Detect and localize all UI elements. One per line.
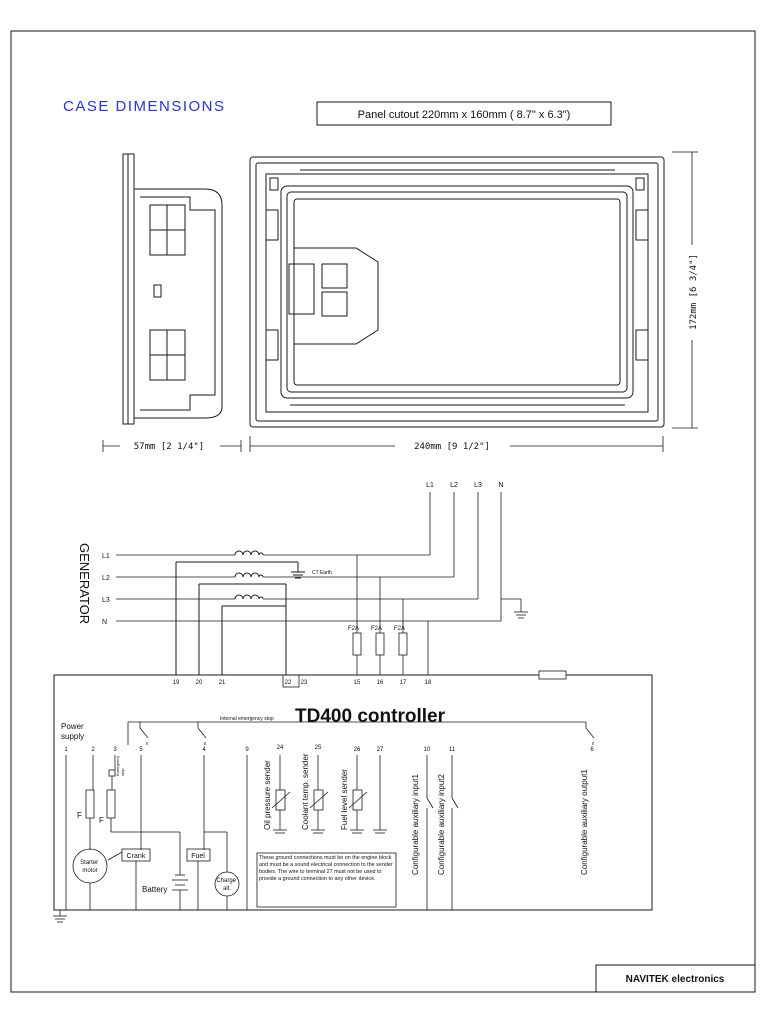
ct-earth-label: CT Earth <box>312 570 332 576</box>
gen-l3-label: L3 <box>102 597 110 604</box>
panel-cutout-label: Panel cutout 220mm x 160mm ( 8.7" x 6.3"… <box>358 109 571 121</box>
generator-wires <box>116 554 528 622</box>
svg-text:10: 10 <box>424 747 431 753</box>
starter-motor-label: Starter motor <box>80 860 100 874</box>
battery-label: Battery <box>142 885 167 894</box>
bottom-terminal-numbers: 1 2 3 5 4 9 24 25 26 27 10 11 6 <box>64 745 594 753</box>
fuel-label: Fuel <box>191 853 205 860</box>
coolant-temp-sender-label: Coolant temp. sender <box>301 753 310 830</box>
engine-wiring <box>53 755 450 923</box>
aux-io-wiring <box>426 755 459 910</box>
generator-label: GENERATOR <box>77 543 92 624</box>
svg-text:3: 3 <box>113 747 117 753</box>
width-label: 240mm [9 1/2"] <box>414 442 490 452</box>
height-dimension: 172mm [6 3/4"] <box>672 151 699 429</box>
svg-text:16: 16 <box>377 680 384 686</box>
height-label: 172mm [6 3/4"] <box>689 254 699 330</box>
depth-label: 57mm [2 1/4"] <box>134 442 204 452</box>
svg-text:26: 26 <box>354 747 361 753</box>
footer-box <box>595 964 756 993</box>
fuse-label-2: F2A <box>371 626 382 632</box>
ground-note-box <box>256 852 397 908</box>
svg-text:21: 21 <box>219 680 226 686</box>
svg-text:9: 9 <box>245 747 249 753</box>
gen-l1-label: L1 <box>102 553 110 560</box>
svg-text:24: 24 <box>277 745 284 751</box>
ground-note: These ground connections must be on the … <box>259 855 393 882</box>
svg-text:19: 19 <box>173 680 180 686</box>
mains-wires <box>429 492 502 621</box>
svg-text:1: 1 <box>64 747 68 753</box>
page-frame <box>10 30 756 993</box>
terminal-22-23-link <box>282 674 300 688</box>
mains-l2-label: L2 <box>450 482 458 489</box>
svg-text:23: 23 <box>301 680 308 686</box>
case-dimensions-title: CASE DIMENSIONS <box>63 98 226 115</box>
mains-l1-label: L1 <box>426 482 434 489</box>
svg-text:5: 5 <box>139 747 143 753</box>
case-side-view <box>122 153 223 425</box>
aux-input1-label: Configurable auxiliary input1 <box>411 774 420 876</box>
power-supply-label: Power supply <box>61 722 86 741</box>
fuse-label-3: F2A <box>394 626 405 632</box>
oil-pressure-sender-label: Oil pressure sender <box>263 760 272 830</box>
mains-l3-label: L3 <box>474 482 482 489</box>
fuse-label-1: F2A <box>348 626 359 632</box>
crank-label: Crank <box>127 853 146 860</box>
fuse-label-f2: F <box>99 816 104 825</box>
current-transformers <box>175 550 305 675</box>
company-name: NAVITEK electronics <box>626 974 725 985</box>
svg-text:11: 11 <box>449 747 456 753</box>
width-dimension: 240mm [9 1/2"] <box>249 436 664 452</box>
depth-dimension: 57mm [2 1/4"] <box>102 440 242 452</box>
controller-title: TD400 controller <box>295 706 446 727</box>
voltage-sense-fuses <box>352 555 429 675</box>
svg-text:18: 18 <box>425 680 432 686</box>
panel-cutout-box <box>316 101 612 126</box>
fuel-level-sender-label: Fuel level sender <box>340 769 349 830</box>
mains-n-label: N <box>498 482 503 489</box>
svg-text:22: 22 <box>285 680 292 686</box>
case-front-view <box>249 156 665 428</box>
gen-l2-label: L2 <box>102 575 110 582</box>
svg-text:4: 4 <box>202 747 206 753</box>
internal-emergency-stop-label: Internal emergency stop <box>220 716 274 722</box>
svg-text:25: 25 <box>315 745 322 751</box>
internal-bus <box>127 721 595 745</box>
emergency-stop-label: Emergency stop <box>115 755 125 776</box>
svg-text:27: 27 <box>377 747 384 753</box>
aux-input2-label: Configurable auxiliary input2 <box>437 774 446 876</box>
svg-text:2: 2 <box>91 747 95 753</box>
charge-alt-label: Charge alt. <box>216 878 237 892</box>
aux-output1-label: Configurable auxiliary output1 <box>580 769 589 875</box>
controller-fuse <box>538 670 567 680</box>
top-terminal-numbers: 19 20 21 22 23 15 16 17 18 <box>173 680 432 686</box>
svg-text:6: 6 <box>590 747 594 753</box>
fuse-label-f1: F <box>77 811 82 820</box>
svg-text:15: 15 <box>354 680 361 686</box>
svg-text:17: 17 <box>400 680 407 686</box>
gen-n-label: N <box>102 619 107 626</box>
svg-text:20: 20 <box>196 680 203 686</box>
senders <box>246 755 387 910</box>
